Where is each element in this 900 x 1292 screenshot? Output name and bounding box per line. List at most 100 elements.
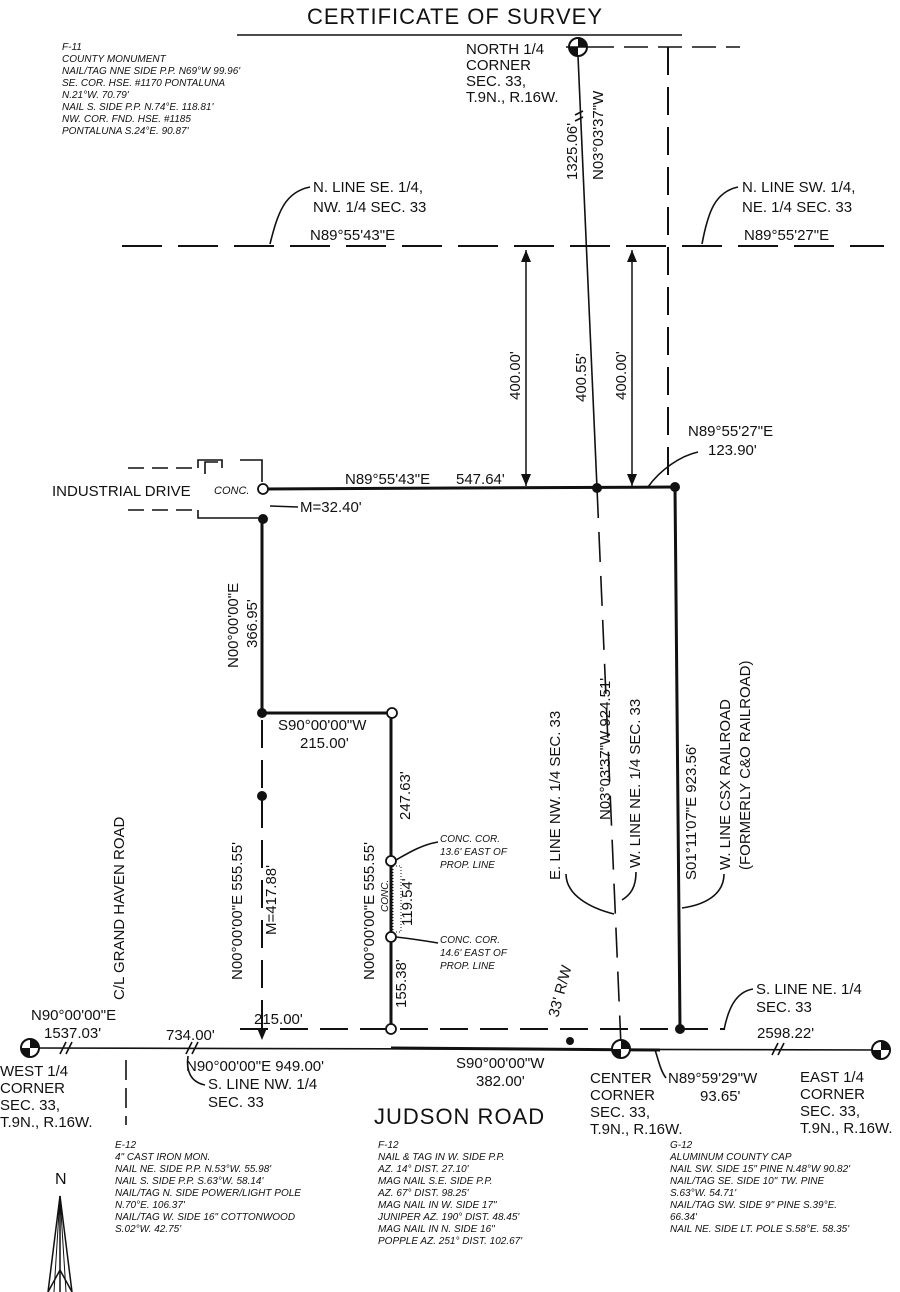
svg-text:NAIL SW. SIDE 15" PINE N.48°W: NAIL SW. SIDE 15" PINE N.48°W 90.82'	[670, 1164, 851, 1175]
svg-text:S. LINE NE. 1/4: S. LINE NE. 1/4	[756, 981, 862, 998]
center-line-north	[577, 55, 598, 489]
bearing-n89-43-mid: N89°55'43"E	[345, 471, 430, 488]
north-corner-monument	[566, 37, 590, 57]
svg-text:SEC. 33,: SEC. 33,	[800, 1103, 860, 1120]
row-33-label: 33' R/W	[545, 963, 575, 1019]
leader-e-line	[565, 873, 615, 915]
bearing-n03-mid: N03°03'37"W 924.51'	[597, 678, 614, 820]
north-arrow-icon	[47, 1195, 73, 1292]
svg-text:14.6' EAST OF: 14.6' EAST OF	[440, 948, 508, 959]
svg-text:AZ. 67° DIST. 98.25': AZ. 67° DIST. 98.25'	[377, 1188, 470, 1199]
svg-text:F-12: F-12	[378, 1140, 399, 1151]
leader-n-line-se	[269, 186, 311, 245]
svg-text:N. LINE SW. 1/4,: N. LINE SW. 1/4,	[742, 179, 855, 196]
svg-text:T.9N., R.16W.: T.9N., R.16W.	[0, 1114, 93, 1131]
dim-1325: 1325.06'	[564, 123, 581, 180]
svg-text:CORNER: CORNER	[590, 1087, 655, 1104]
svg-text:CORNER: CORNER	[800, 1086, 865, 1103]
dim-734-00: 734.00'	[166, 1027, 215, 1044]
west-corner-label: WEST 1/4 CORNER SEC. 33, T.9N., R.16W.	[0, 1063, 93, 1131]
leader-s-line-ne	[723, 988, 754, 1031]
bearing-n90-left: N90°00'00"E	[31, 1007, 116, 1024]
note-line: NW. COR. FND. HSE. #1185	[62, 114, 191, 125]
svg-text:T.9N., R.16W.: T.9N., R.16W.	[466, 89, 559, 106]
csx-label-1: W. LINE CSX RAILROAD	[717, 699, 734, 870]
svg-text:MAG NAIL S.E. SIDE P.P.: MAG NAIL S.E. SIDE P.P.	[378, 1176, 493, 1187]
leader-n-line-sw	[701, 186, 739, 245]
svg-text:SEC. 33,: SEC. 33,	[590, 1104, 650, 1121]
leader-conc-cor-1	[395, 841, 439, 861]
svg-text:PROP. LINE: PROP. LINE	[440, 860, 495, 871]
svg-text:NAIL NE. SIDE LT. POLE S.58°E.: NAIL NE. SIDE LT. POLE S.58°E. 58.35'	[670, 1224, 850, 1235]
svg-text:CORNER: CORNER	[0, 1080, 65, 1097]
leader-m-32-40	[269, 505, 299, 508]
bearing-n00-left: N00°00'00"E	[225, 583, 242, 668]
dim-547-64: 547.64'	[456, 471, 505, 488]
note-e12: E-12 4" CAST IRON MON. NAIL NE. SIDE P.P…	[115, 1140, 301, 1235]
corner-marker	[257, 791, 267, 801]
note-g12: G-12 ALUMINUM COUNTY CAP NAIL SW. SIDE 1…	[669, 1140, 851, 1235]
east-corner-label: EAST 1/4 CORNER SEC. 33, T.9N., R.16W.	[800, 1069, 893, 1137]
svg-text:CENTER: CENTER	[590, 1070, 652, 1087]
grand-haven-road-label: C/L GRAND HAVEN ROAD	[111, 816, 128, 1000]
note-line: SE. COR. HSE. #1170 PONTALUNA	[62, 78, 225, 89]
north-arrow-label: N	[55, 1171, 67, 1188]
svg-text:SEC. 33: SEC. 33	[208, 1094, 264, 1111]
dim-382-00: 382.00'	[476, 1073, 525, 1090]
dim-93-65: 93.65'	[700, 1088, 741, 1105]
concrete-pad	[392, 865, 402, 933]
corner-marker	[386, 707, 398, 719]
leader-123-90	[647, 451, 699, 488]
bearing-n89-27-top: N89°55'27"E	[744, 227, 829, 244]
dim-400-left-label: 400.00'	[507, 351, 524, 400]
svg-text:13.6' EAST OF: 13.6' EAST OF	[440, 847, 508, 858]
note-f12: F-12 NAIL & TAG IN W. SIDE P.P. AZ. 14° …	[377, 1140, 523, 1247]
svg-text:NAIL/TAG SW. SIDE 9" PINE S.39: NAIL/TAG SW. SIDE 9" PINE S.39°E.	[670, 1200, 837, 1211]
svg-text:S.02°W. 42.75': S.02°W. 42.75'	[115, 1224, 182, 1235]
s-line-nw-label: S. LINE NW. 1/4 SEC. 33	[208, 1076, 317, 1111]
w-line-ne-label: W. LINE NE. 1/4 SEC. 33	[627, 699, 644, 868]
svg-text:JUNIPER AZ. 190° DIST. 48.45': JUNIPER AZ. 190° DIST. 48.45'	[377, 1212, 520, 1223]
dim-400-right-label: 400.00'	[613, 351, 630, 400]
leader-s-line-nw	[186, 1055, 206, 1086]
corner-marker	[257, 708, 267, 718]
s-line-ne-label: S. LINE NE. 1/4 SEC. 33	[756, 981, 862, 1016]
bearing-n89-43-top: N89°55'43"E	[310, 227, 395, 244]
svg-text:G-12: G-12	[670, 1140, 693, 1151]
svg-text:CORNER: CORNER	[466, 57, 531, 74]
svg-text:NAIL/TAG W. SIDE 16" COTTONWOO: NAIL/TAG W. SIDE 16" COTTONWOOD	[115, 1212, 295, 1223]
bearing-n89-59: N89°59'29"W	[668, 1070, 758, 1087]
svg-text:SEC. 33,: SEC. 33,	[0, 1097, 60, 1114]
svg-text:EAST 1/4: EAST 1/4	[800, 1069, 864, 1086]
bearing-n00-555-left: N00°00'00"E 555.55'	[229, 842, 246, 980]
svg-text:MAG NAIL IN N. SIDE 16": MAG NAIL IN N. SIDE 16"	[378, 1224, 495, 1235]
note-line: NAIL/TAG NNE SIDE P.P. N69°W 99.96'	[62, 66, 241, 77]
svg-text:SEC. 33,: SEC. 33,	[466, 73, 526, 90]
csx-label-2: (FORMERLY C&O RAILROAD)	[737, 661, 754, 870]
bearing-n90-949: N90°00'00"E 949.00'	[186, 1058, 324, 1075]
svg-text:N. LINE SE. 1/4,: N. LINE SE. 1/4,	[313, 179, 423, 196]
corner-marker	[385, 1023, 397, 1035]
svg-text:E-12: E-12	[115, 1140, 137, 1151]
m-32-40-label: M=32.40'	[300, 499, 362, 516]
svg-text:NW. 1/4 SEC. 33: NW. 1/4 SEC. 33	[313, 199, 426, 216]
e-line-nw-label: E. LINE NW. 1/4 SEC. 33	[547, 711, 564, 880]
leader-conc-cor-2	[395, 936, 439, 944]
center-line-south	[596, 487, 622, 1047]
svg-text:ALUMINUM COUNTY CAP: ALUMINUM COUNTY CAP	[669, 1152, 792, 1163]
east-corner-monument	[871, 1040, 891, 1060]
note-line: NAIL S. SIDE P.P. N.74°E. 118.81'	[62, 102, 214, 113]
north-corner-label: NORTH 1/4 CORNER SEC. 33, T.9N., R.16W.	[466, 41, 559, 106]
svg-text:NORTH 1/4: NORTH 1/4	[466, 41, 544, 58]
svg-text:SEC. 33: SEC. 33	[756, 999, 812, 1016]
break-mark	[574, 116, 584, 122]
dim-215-bot: 215.00'	[254, 1011, 303, 1028]
conc-cor-1-label: CONC. COR. 13.6' EAST OF PROP. LINE	[440, 834, 508, 871]
svg-text:WEST 1/4: WEST 1/4	[0, 1063, 68, 1080]
conc-cor-2-label: CONC. COR. 14.6' EAST OF PROP. LINE	[440, 935, 508, 972]
bearing-s90-mid: S90°00'00"W	[278, 717, 367, 734]
m-417-88-label: M=417.88'	[263, 865, 280, 935]
dim-1537-03: 1537.03'	[44, 1025, 101, 1042]
svg-text:MAG NAIL IN W. SIDE 17": MAG NAIL IN W. SIDE 17"	[378, 1200, 497, 1211]
conc-vertical-label: CONC.	[380, 880, 391, 912]
